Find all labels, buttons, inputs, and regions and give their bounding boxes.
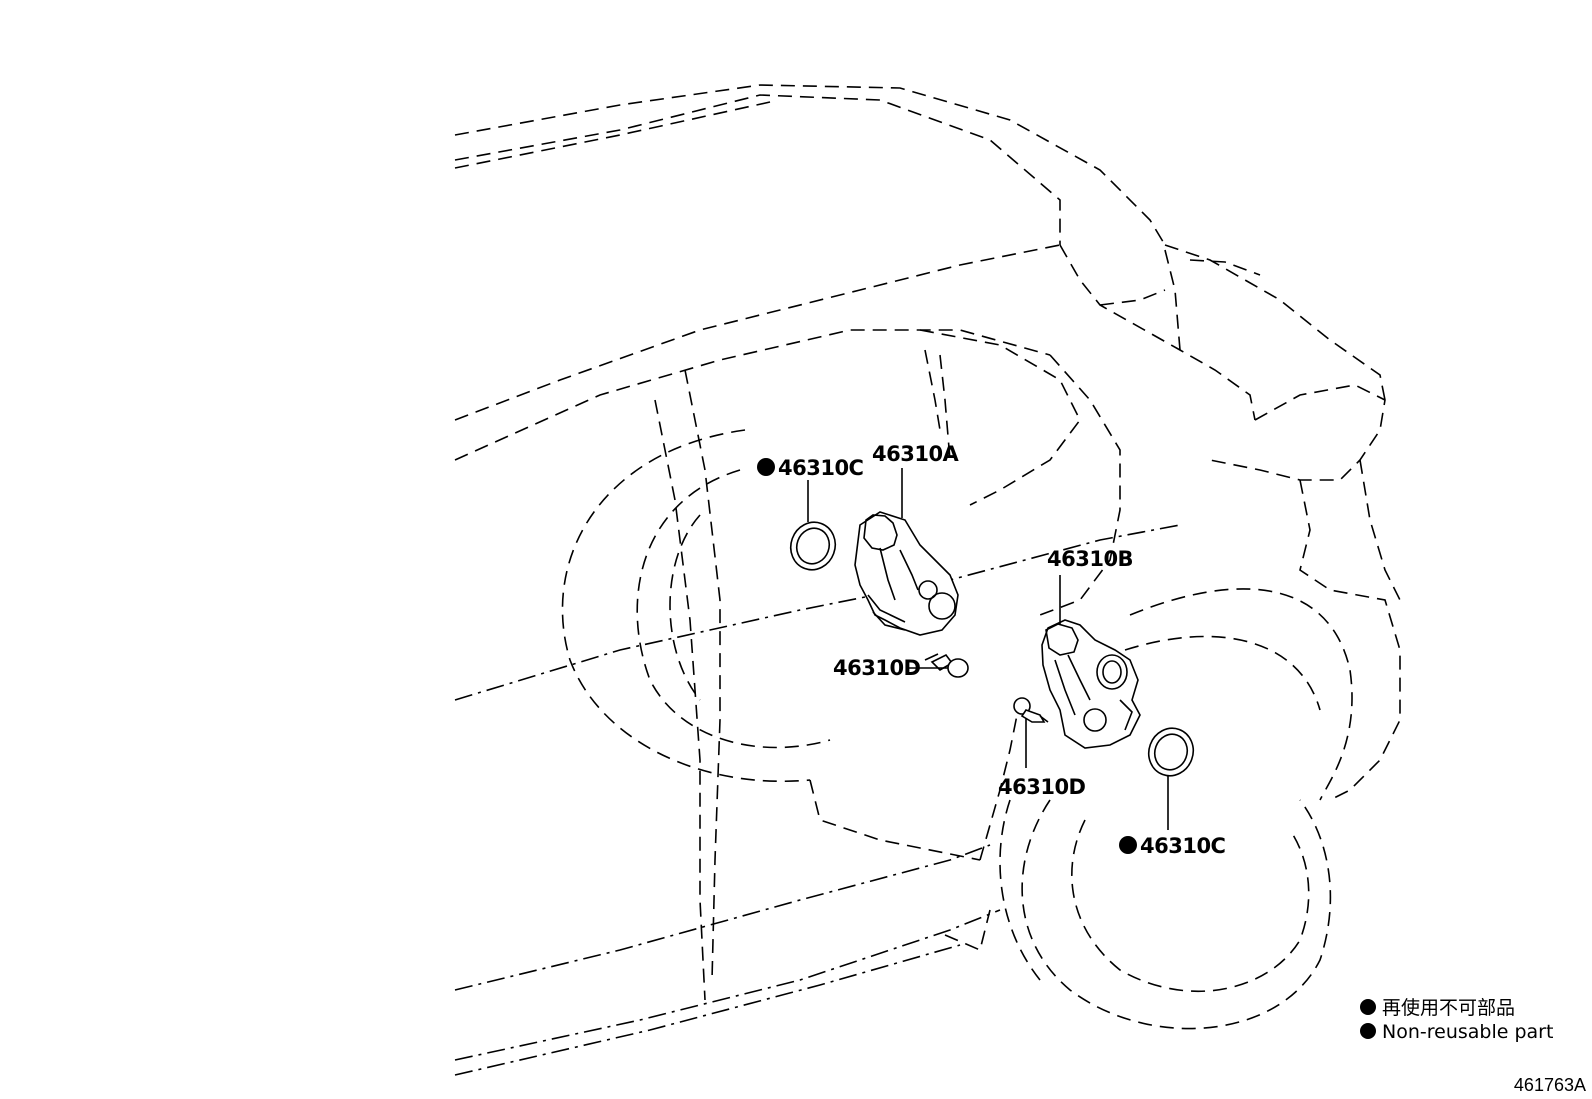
o-ring-left <box>789 521 837 571</box>
callout-label: 46310D <box>998 775 1086 799</box>
callout-label: 46310A <box>872 442 960 466</box>
legend-text-en: Non-reusable part <box>1382 1021 1553 1043</box>
callout-46310B: 46310B <box>1047 547 1134 571</box>
leader-lines <box>807 468 1169 830</box>
non-reusable-dot <box>757 458 775 476</box>
o-ring-right <box>1147 727 1195 777</box>
bolt-left <box>924 653 969 678</box>
callout-label: 46310B <box>1047 547 1133 571</box>
callout-label: 46310C <box>778 456 864 480</box>
legend: 再使用不可部品 Non-reusable part <box>1360 997 1553 1043</box>
legend-dot-ja <box>1360 999 1376 1015</box>
legend-text-ja: 再使用不可部品 <box>1382 997 1515 1019</box>
callout-label: 46310D <box>833 656 921 680</box>
callout-46310D-left: 46310D <box>833 656 921 680</box>
actuator-a <box>854 511 959 636</box>
legend-dot-en <box>1360 1023 1376 1039</box>
vehicle-outline <box>454 84 1401 1076</box>
callout-46310A: 46310A <box>872 442 960 466</box>
callout-label: 46310C <box>1140 834 1226 858</box>
callout-46310C-left: 46310C <box>757 456 864 480</box>
callout-46310D-right: 46310D <box>998 775 1086 799</box>
bolt-right <box>1013 697 1049 723</box>
callout-46310C-right: 46310C <box>1119 834 1226 858</box>
figure-id: 461763A <box>1514 1075 1586 1095</box>
non-reusable-dot <box>1119 836 1137 854</box>
actuator-b <box>1041 619 1141 749</box>
